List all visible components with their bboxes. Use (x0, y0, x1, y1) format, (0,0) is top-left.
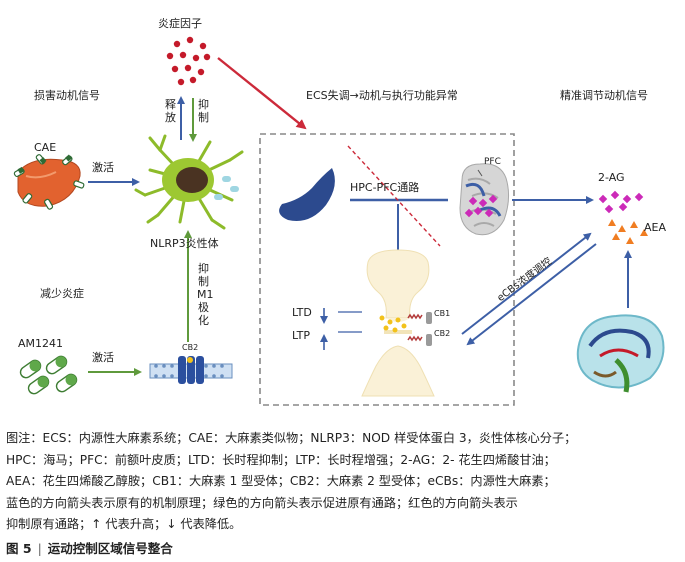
release-label: 释放 (165, 98, 176, 124)
ltd-label: LTD (292, 306, 312, 319)
fine-tune-signal-label: 精准调节动机信号 (560, 89, 648, 102)
inflammatory-factors-label: 炎症因子 (158, 17, 202, 30)
figure-number: 图 5 (6, 541, 32, 556)
nlrp3-inflammasome-label: NLRP3炎性体 (150, 237, 219, 250)
figure-title: 图 5 | 运动控制区域信号整合 (6, 538, 173, 557)
figure-title-text: 运动控制区域信号整合 (47, 541, 173, 556)
ecbs-arrow-up (461, 232, 592, 335)
caption-line: 图注：ECS：内源性大麻素系统；CAE：大麻素类似物；NLRP3：NOD 样受体… (6, 431, 577, 445)
hippocampus-shape (279, 168, 335, 221)
activate-label-bottom: 激活 (92, 351, 114, 364)
inhibit-m1-label: 抑制M1极化 (197, 262, 214, 327)
nlrp3-particles (214, 176, 239, 200)
cb2-label: CB2 (434, 329, 451, 338)
ecs-dysregulation-label: ECS失调→动机与执行功能异常 (306, 89, 458, 102)
2ag-molecules (598, 190, 644, 214)
microglia-nucleus (176, 167, 208, 193)
figure-title-separator: | (37, 541, 42, 556)
caption-line: HPC：海马；PFC：前额叶皮质；LTD：长时程抑制；LTP：长时程增强；2-A… (6, 452, 556, 467)
hpc-pfc-pathway-label: HPC-PFC通路 (350, 181, 420, 194)
cae-label: CAE (34, 141, 57, 154)
aea-label: AEA (644, 221, 666, 234)
synapse (361, 249, 435, 397)
ltp-label: LTP (292, 329, 310, 342)
ecbs-arrow-down (466, 243, 597, 346)
caption-line: 抑制原有通路；↑ 代表升高；↓ 代表降低。 (6, 517, 242, 531)
red-dashed-disruption (347, 145, 441, 247)
brain-sagittal (576, 314, 665, 393)
ecs-dysregulation-box (259, 133, 515, 406)
cb2-membrane-receptor (149, 356, 233, 384)
am1241-label: AM1241 (18, 337, 64, 350)
cb2-receptor-label: CB2 (182, 343, 199, 352)
pfc-label: PFC (484, 157, 501, 167)
pfc-brain (459, 163, 510, 236)
caption-line: 蓝色的方向箭头表示原有的机制原理；绿色的方向箭头表示促进原有通路；红色的方向箭头… (6, 495, 518, 510)
activate-label-top: 激活 (92, 161, 114, 174)
red-inhibit-arrow (217, 57, 307, 130)
signal-integration-diagram (13, 36, 665, 406)
2ag-label: 2-AG (598, 171, 625, 184)
cb1-label: CB1 (434, 309, 451, 318)
aea-molecules (608, 219, 648, 244)
inflammatory-factor-dots (166, 36, 211, 86)
cae-liver-icon (13, 154, 85, 210)
caption-line: AEA：花生四烯酸乙醇胺；CB1：大麻素 1 型受体；CB2：大麻素 2 型受体… (6, 474, 556, 488)
am1241-capsules (19, 355, 78, 395)
reduce-inflammation-label: 减少炎症 (40, 287, 84, 300)
damage-signal-label: 损害动机信号 (34, 89, 100, 102)
figure-caption: 图注：ECS：内源性大麻素系统；CAE：大麻素类似物；NLRP3：NOD 样受体… (6, 428, 680, 536)
inhibit-label-top: 抑制 (198, 98, 209, 124)
